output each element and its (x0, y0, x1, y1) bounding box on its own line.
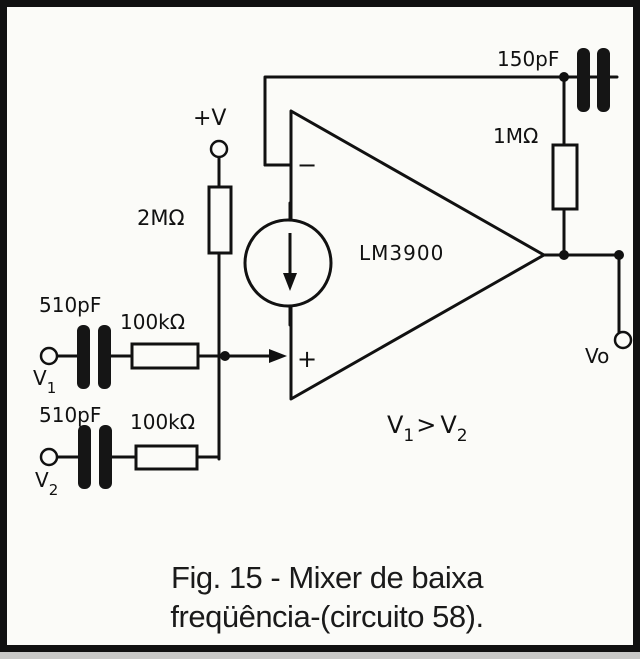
input2-capacitor (78, 425, 112, 489)
noninverting-sign: + (297, 345, 317, 373)
feedback-resistor-label: 1MΩ (493, 124, 538, 148)
input2-terminal (39, 447, 59, 467)
feedback-resistor (551, 143, 579, 211)
condition-label: V1>V2 (387, 411, 468, 446)
input2-capacitor-label: 510pF (39, 403, 101, 427)
opamp-label: LM3900 (359, 241, 444, 265)
supply-resistor (207, 185, 233, 255)
input1-capacitor (77, 325, 111, 389)
current-source-icon (243, 218, 333, 308)
circuit-diagram: +V 2MΩ 150pF 1MΩ LM3900 − + 510pF 100kΩ … (33, 47, 633, 499)
supply-terminal (209, 139, 229, 159)
input2-source-label: V2 (35, 468, 58, 499)
feedback-wire (263, 75, 619, 167)
output-terminal (613, 330, 633, 350)
input2-resistor (134, 444, 199, 471)
inverting-sign: − (297, 151, 317, 179)
input1-source-label: V1 (33, 366, 56, 397)
caption-line-2: freqüência-(circuito 58). (170, 599, 484, 634)
junction-dots (220, 72, 624, 361)
input1-resistor (130, 342, 200, 370)
input1-capacitor-label: 510pF (39, 293, 101, 317)
feedback-capacitor-label: 150pF (497, 47, 559, 71)
feedback-capacitor (577, 48, 610, 112)
input1-resistor-label: 100kΩ (120, 310, 185, 334)
supply-resistor-label: 2MΩ (137, 206, 185, 230)
output-wire (540, 253, 621, 335)
input2-resistor-label: 100kΩ (130, 410, 195, 434)
caption-line-1: Fig. 15 - Mixer de baixa (171, 560, 483, 595)
output-label: Vo (585, 344, 609, 368)
input-arrow-icon (269, 349, 287, 363)
input1-terminal (39, 346, 59, 366)
supply-label: +V (193, 106, 226, 131)
